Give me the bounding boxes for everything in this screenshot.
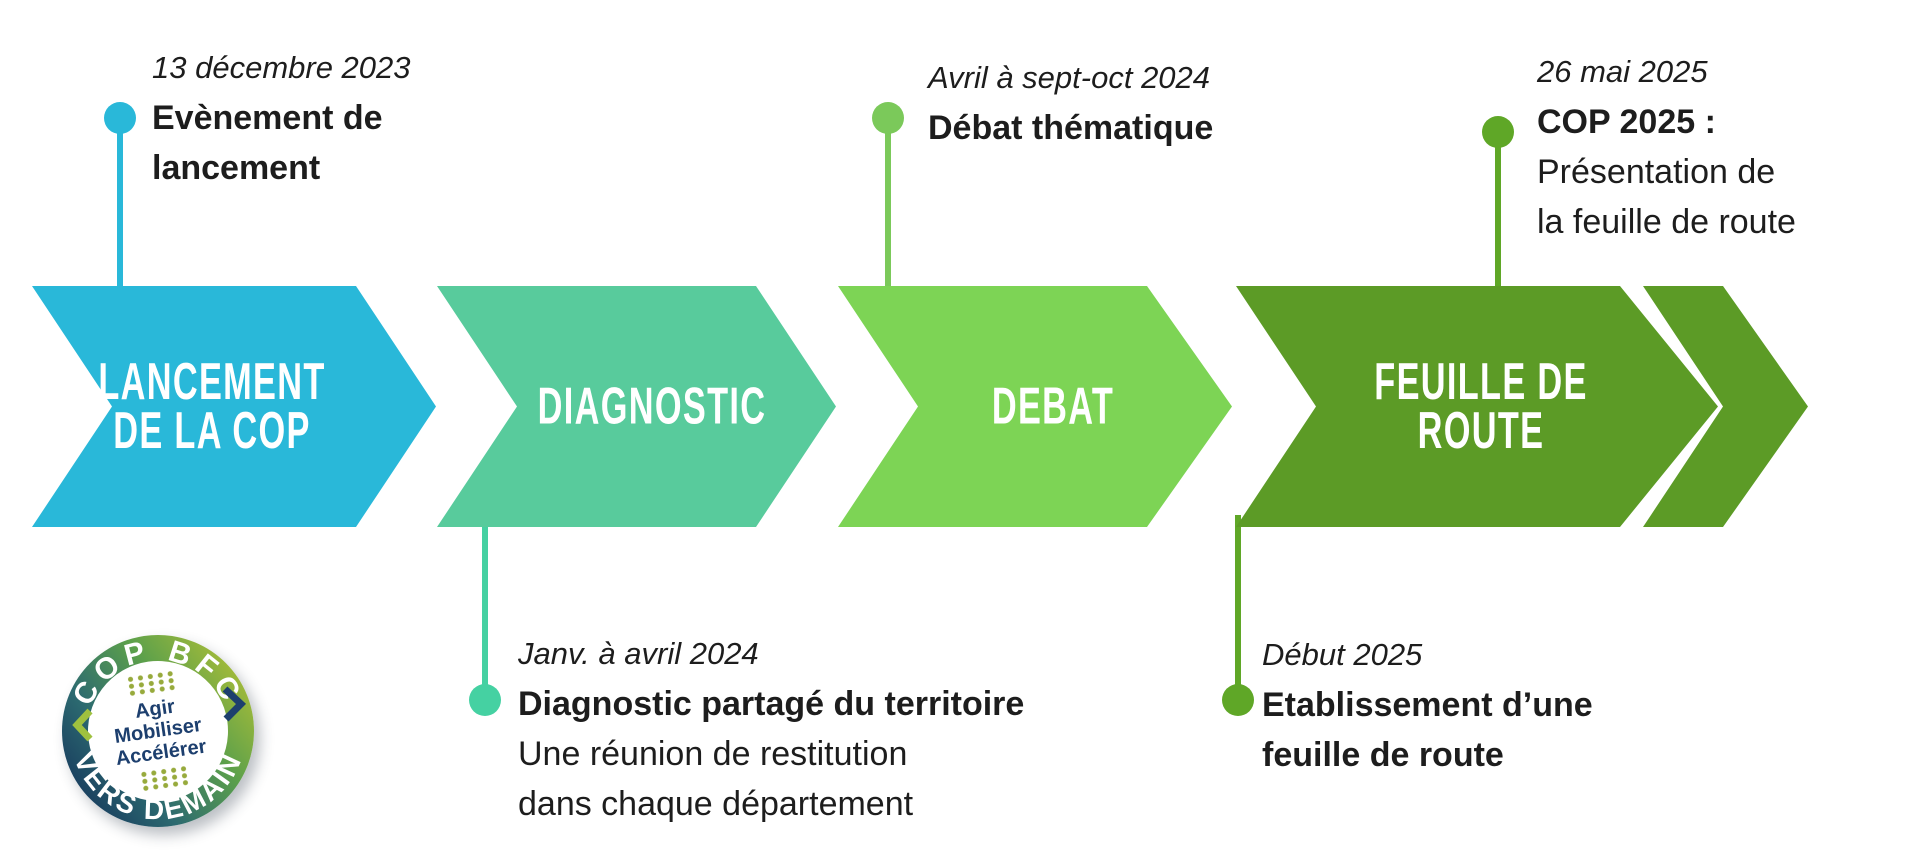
phase-label-debat: DEBAT	[991, 377, 1115, 436]
milestone-body: Présentation de la feuille de route	[1537, 153, 1796, 241]
milestone-date: Avril à sept-oct 2024	[928, 60, 1211, 95]
phase-label-feuille-de-route: FEUILLE DE ROUTE	[1374, 353, 1588, 460]
milestone-dot-cop2025	[1482, 116, 1514, 148]
milestone-dot-feuille	[1222, 684, 1254, 716]
svg-text:VERS DEMAIN: VERS DEMAIN	[68, 748, 248, 826]
milestone-annotation-top-right: 26 mai 2025 COP 2025 : Présentation de l…	[1537, 47, 1796, 247]
milestone-title: Diagnostic partagé du territoire	[518, 685, 1025, 723]
milestone-annotation-bottom-right: Début 2025 Etablissement d’une feuille d…	[1262, 630, 1593, 780]
milestone-body: Une réunion de restitution dans chaque d…	[518, 735, 914, 823]
phase-chevron-feuille-de-route	[1236, 286, 1718, 527]
milestone-dot-diagnostic	[469, 684, 501, 716]
milestone-dot-lancement	[104, 102, 136, 134]
milestone-date: 13 décembre 2023	[152, 50, 411, 85]
logo-ring-text: COP BFC VERS DEMAIN	[67, 635, 250, 826]
milestone-title: Etablissement d’une feuille de route	[1262, 686, 1593, 774]
milestone-annotation-bottom-left: Janv. à avril 2024 Diagnostic partagé du…	[518, 629, 1024, 829]
svg-text:COP BFC: COP BFC	[67, 635, 250, 711]
milestone-title: Evènement de lancement	[152, 99, 383, 187]
phase-chevron-lancement	[32, 286, 436, 527]
milestone-annotation-top-middle: Avril à sept-oct 2024 Débat thématique	[928, 53, 1213, 153]
milestone-date: 26 mai 2025	[1537, 54, 1708, 89]
phase-label-lancement: LANCEMENT DE LA COP	[98, 353, 326, 460]
logo-arc-bottom-text: VERS DEMAIN	[68, 748, 245, 826]
phase-label-diagnostic: DIAGNOSTIC	[537, 377, 767, 436]
milestone-dot-debat	[872, 102, 904, 134]
cop-bfc-logo: Agir Mobiliser Accélérer COP BFC VERS DE…	[62, 635, 254, 827]
phase-chevron-diagnostic	[437, 286, 836, 527]
logo-arc-top-text: COP BFC	[67, 635, 244, 711]
logo-right-chevron-icon	[222, 686, 247, 722]
phase-chevron-debat	[838, 286, 1232, 527]
logo-left-chevron-icon	[72, 708, 93, 742]
milestone-date: Janv. à avril 2024	[518, 636, 759, 671]
milestone-title: Débat thématique	[928, 109, 1214, 147]
milestone-title: COP 2025 :	[1537, 103, 1716, 141]
milestone-date: Début 2025	[1262, 637, 1423, 672]
milestone-annotation-top-left: 13 décembre 2023 Evènement de lancement	[152, 43, 411, 193]
trailing-arrow-icon	[1643, 286, 1808, 527]
